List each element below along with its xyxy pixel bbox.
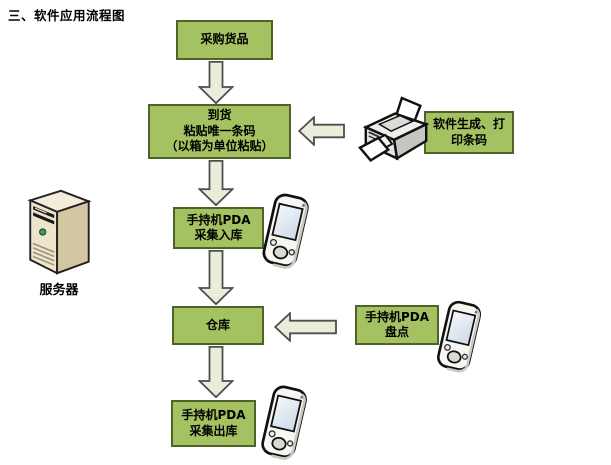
node-print-line2: 印条码 xyxy=(450,132,487,147)
node-pda-stocktake: 手持机PDA 盘点 xyxy=(355,305,439,345)
node-pda-inbound-line2: 采集入库 xyxy=(194,228,243,242)
node-arrival-line2: 粘贴唯一条码 xyxy=(183,123,256,138)
down-arrow-icon xyxy=(198,61,234,104)
node-print-line1: 软件生成、打 xyxy=(432,117,505,132)
node-pda-inbound-line1: 手持机PDA xyxy=(186,212,251,227)
node-arrival-line1: 到货 xyxy=(207,108,232,123)
node-warehouse: 仓库 xyxy=(172,306,264,345)
pda-icon xyxy=(434,298,483,375)
left-arrow-icon xyxy=(274,312,337,342)
node-purchase: 采购货品 xyxy=(176,20,273,60)
left-arrow-icon xyxy=(298,116,345,146)
down-arrow-icon xyxy=(198,346,234,398)
pda-icon xyxy=(260,191,311,271)
printer-icon xyxy=(358,96,430,162)
node-pda-stocktake-line1: 手持机PDA xyxy=(364,309,430,324)
node-arrival: 到货 粘贴唯一条码 （以箱为单位粘贴） xyxy=(148,104,291,159)
node-pda-outbound-line1: 手持机PDA xyxy=(181,408,246,423)
node-print-barcode: 软件生成、打 印条码 xyxy=(424,111,514,154)
server-label: 服务器 xyxy=(39,283,79,298)
down-arrow-icon xyxy=(198,250,234,305)
page-title: 三、软件应用流程图 xyxy=(8,8,126,23)
node-pda-outbound: 手持机PDA 采集出库 xyxy=(171,400,256,447)
node-purchase-label: 采购货品 xyxy=(200,32,249,47)
node-warehouse-label: 仓库 xyxy=(205,317,230,332)
down-arrow-icon xyxy=(198,160,234,206)
pda-icon xyxy=(258,383,309,462)
node-arrival-line3: （以箱为单位粘贴） xyxy=(165,139,274,154)
node-pda-outbound-line2: 采集出库 xyxy=(189,423,238,438)
node-pda-stocktake-line2: 盘点 xyxy=(384,325,409,339)
server-icon xyxy=(27,189,92,275)
node-pda-inbound: 手持机PDA 采集入库 xyxy=(173,207,264,249)
